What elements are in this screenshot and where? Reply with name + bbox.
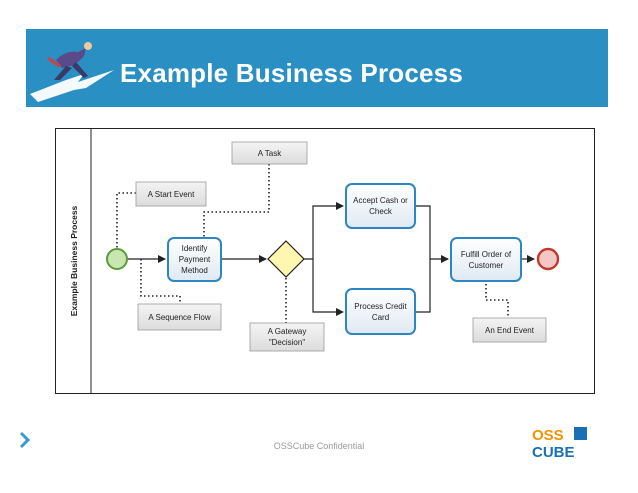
slide-title: Example Business Process <box>120 58 463 88</box>
task-accept-line1: Accept Cash or <box>353 196 408 205</box>
note-gateway: A Gateway "Decision" <box>249 322 325 352</box>
task-fulfill-order: Fulfill Order of Customer <box>450 237 522 282</box>
note-a-task: A Task <box>231 141 308 165</box>
pool-label: Example Business Process <box>69 205 79 316</box>
task-accept-line2: Check <box>369 207 393 216</box>
assoc-sequence-flow <box>140 259 181 304</box>
footer-confidential: OSSCube Confidential <box>273 441 365 451</box>
task-identify-line1: Identify <box>182 244 208 253</box>
task-process-line2: Card <box>372 313 389 322</box>
assoc-start-event <box>116 192 136 249</box>
end-event <box>536 247 560 271</box>
brand-line2: CUBE <box>532 444 575 461</box>
header-bar <box>26 29 608 107</box>
note-sequence-flow-text: A Sequence Flow <box>148 313 210 322</box>
note-gateway-line2: "Decision" <box>269 338 306 347</box>
note-end-event: An End Event <box>472 317 547 343</box>
start-event <box>106 248 128 270</box>
bpmn-diagram: Example Business Process Identify Paymen… <box>55 128 595 394</box>
note-start-event-text: A Start Event <box>148 190 195 199</box>
task-process-credit: Process Credit Card <box>345 288 416 335</box>
task-fulfill-line1: Fulfill Order of <box>461 250 512 259</box>
flow-gateway-to-process <box>312 259 344 316</box>
flow-process-to-fulfill <box>415 259 431 313</box>
flying-figure-logo <box>30 42 114 102</box>
task-process-line1: Process Credit <box>354 302 407 311</box>
flow-accept-to-fulfill <box>415 205 449 263</box>
task-identify-line2: Payment <box>179 255 211 264</box>
brand-line1: OSS <box>532 427 564 444</box>
task-fulfill-line2: Customer <box>469 261 504 270</box>
task-accept-cash: Accept Cash or Check <box>345 183 416 229</box>
task-identify-line3: Method <box>181 266 208 275</box>
assoc-task <box>203 164 270 238</box>
chevron-right-icon <box>19 431 31 449</box>
note-gateway-line1: A Gateway <box>268 327 307 336</box>
note-a-task-text: A Task <box>258 149 282 158</box>
note-end-event-text: An End Event <box>485 326 535 335</box>
note-sequence-flow: A Sequence Flow <box>137 303 222 331</box>
note-start-event: A Start Event <box>135 181 207 207</box>
gateway-diamond <box>267 240 305 278</box>
task-identify-payment: Identify Payment Method <box>167 237 222 282</box>
osscube-logo: OSS CUBE <box>532 427 587 461</box>
flow-gateway-to-accept <box>302 202 344 260</box>
